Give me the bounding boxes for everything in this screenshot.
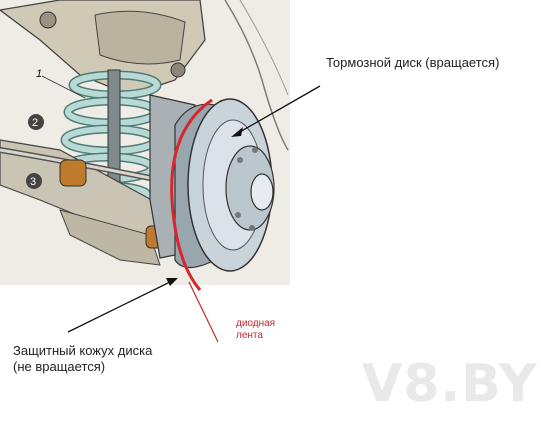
disc-shield-label-line2: (не вращается) xyxy=(13,359,106,374)
callout-3: 3 xyxy=(26,173,42,189)
svg-text:3: 3 xyxy=(30,176,36,188)
disc-shield-label: Защитный кожух диска (не вращается) xyxy=(13,343,152,375)
callout-2: 2 xyxy=(28,114,44,130)
bushing xyxy=(59,159,87,187)
led-strip-label-line1: диодная xyxy=(236,318,276,329)
led-strip xyxy=(170,98,213,291)
svg-text:1: 1 xyxy=(36,68,42,80)
svg-text:2: 2 xyxy=(32,117,38,129)
callout-1: 1 xyxy=(36,68,86,99)
brake-disc-label: Тормозной диск (вращается) xyxy=(326,55,500,70)
watermark: V8.BY xyxy=(362,354,538,414)
disc-shield-label-line1: Защитный кожух диска xyxy=(13,343,153,358)
led-strip-label-line2: лента xyxy=(236,330,263,341)
wheel-hub xyxy=(225,145,275,231)
brake-disc-arrow xyxy=(231,85,321,137)
shield-arrow xyxy=(67,278,178,333)
upper-control-arm xyxy=(0,0,206,96)
led-strip-label: диодная лента xyxy=(236,318,275,342)
led-arrow xyxy=(188,281,219,343)
